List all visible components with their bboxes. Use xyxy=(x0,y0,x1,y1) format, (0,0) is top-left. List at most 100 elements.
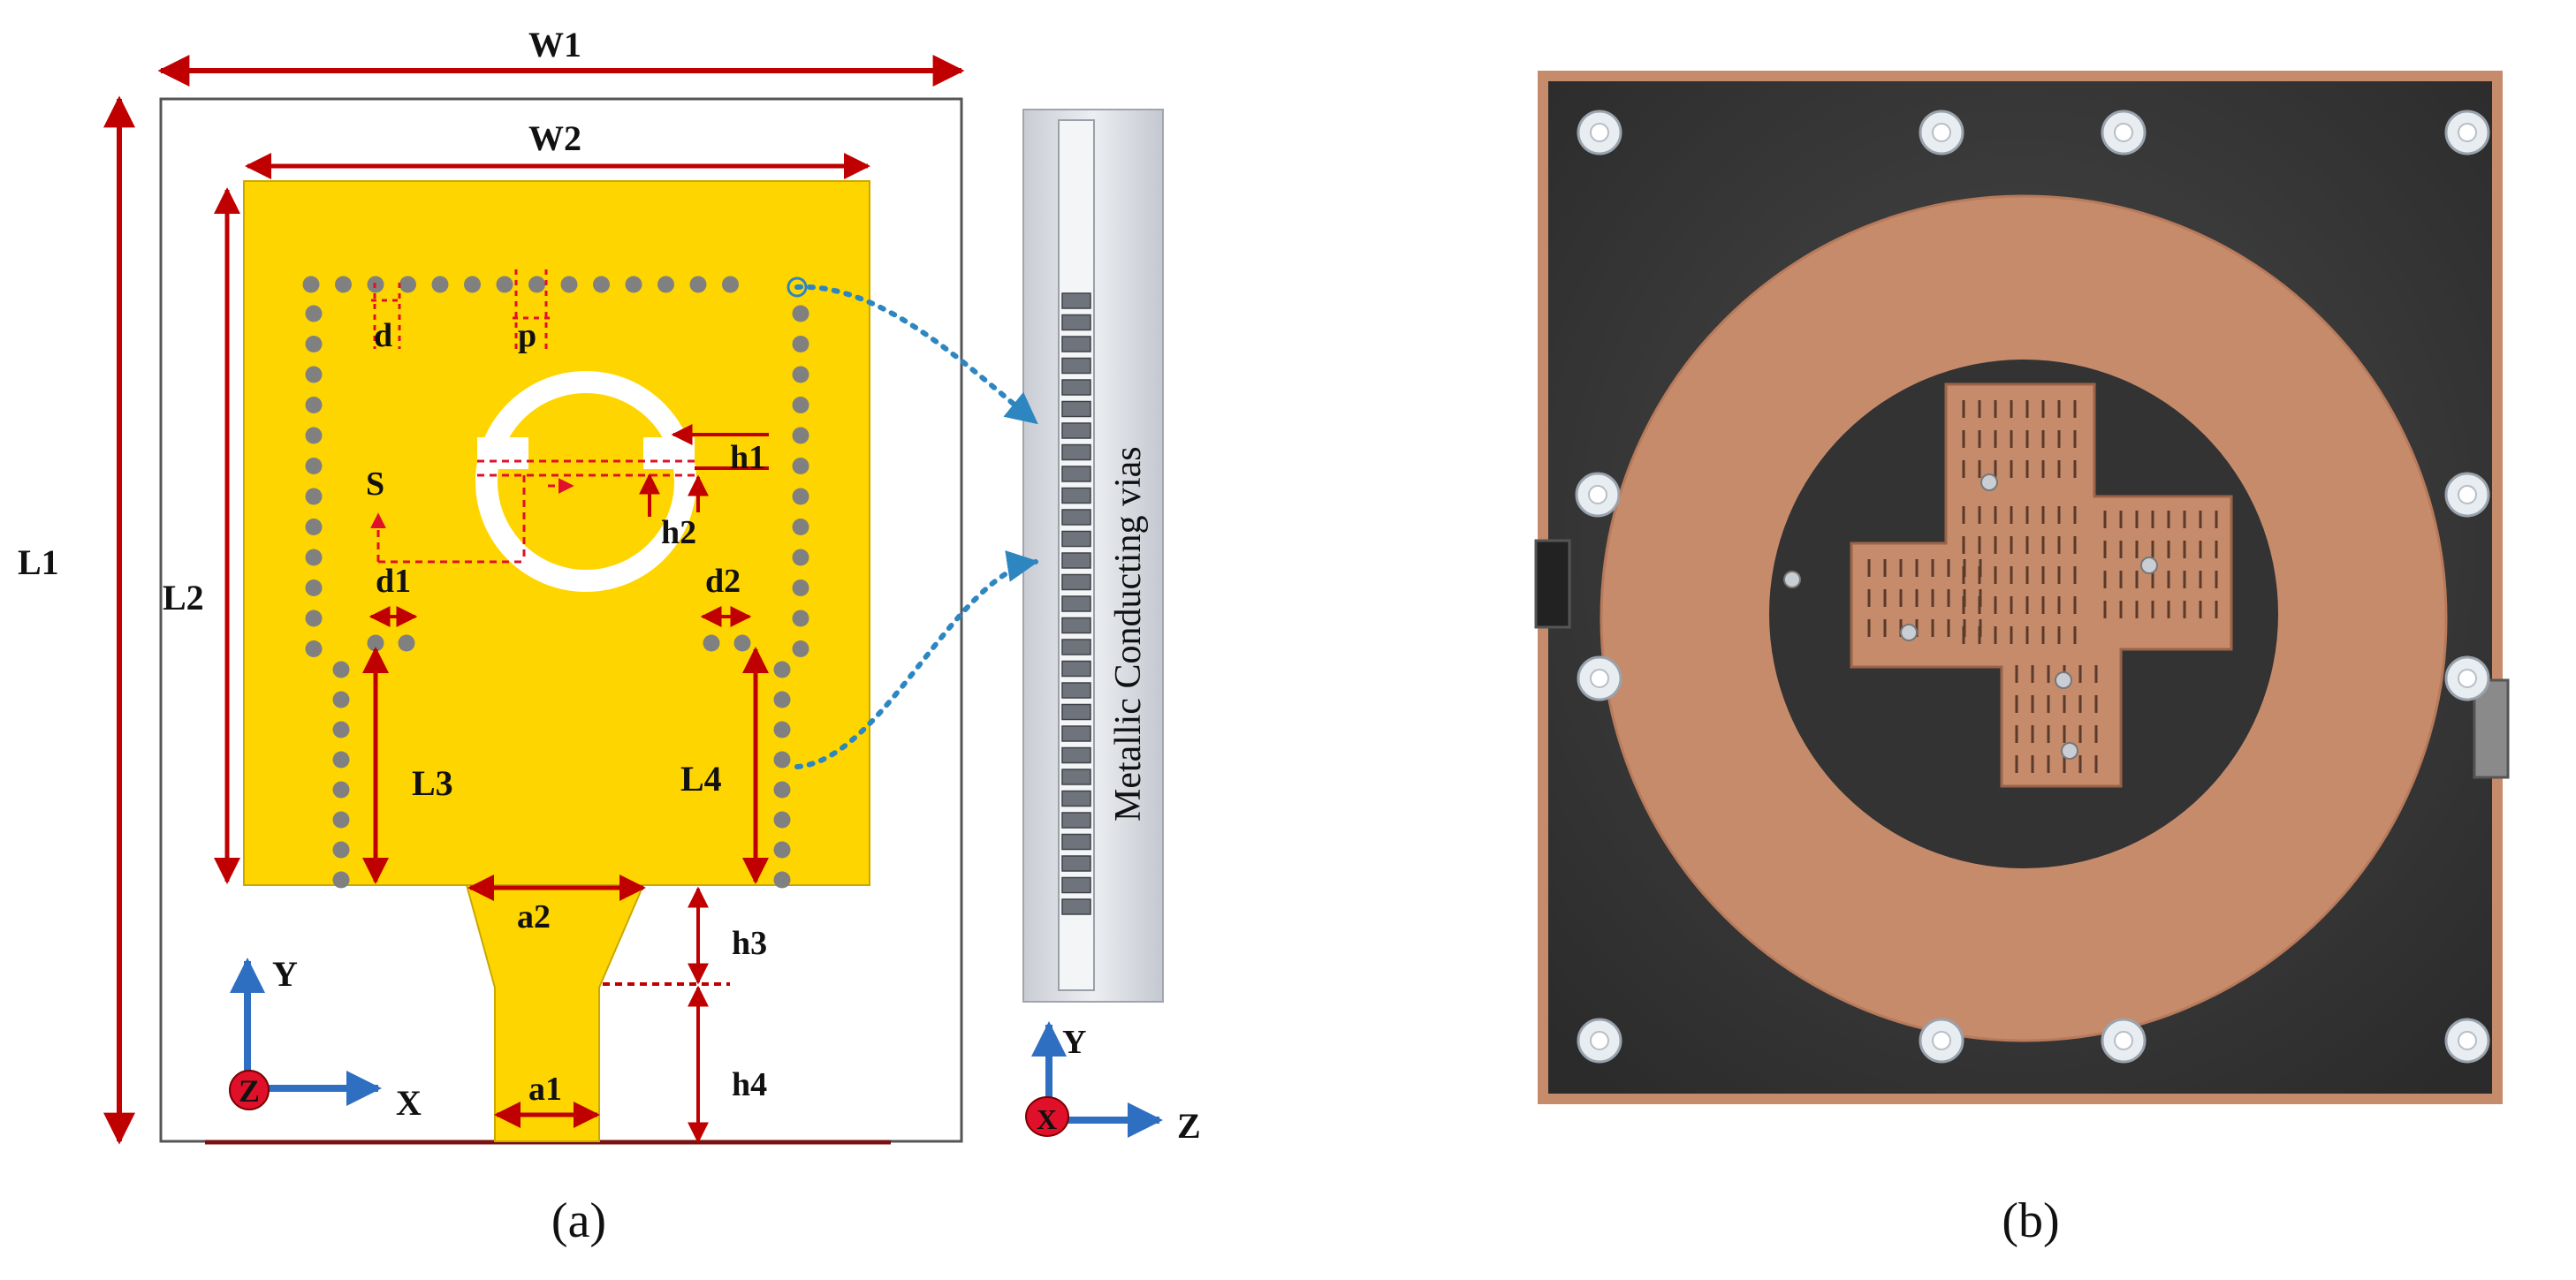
slot-notch-left xyxy=(477,437,528,469)
via xyxy=(657,276,674,293)
side-via xyxy=(1061,400,1091,418)
via xyxy=(335,276,352,293)
via xyxy=(703,634,720,652)
antenna-layout-diagram: W1 W2 L1 L2 L3 L4 d p S h1 h2 d1 d2 a2 a… xyxy=(18,25,1201,1248)
side-via xyxy=(1061,336,1091,352)
via xyxy=(332,691,350,708)
s-offset-guide xyxy=(370,459,695,564)
side-via xyxy=(1061,812,1091,829)
via xyxy=(305,488,323,505)
side-via xyxy=(1061,660,1091,678)
via xyxy=(593,276,610,293)
side-via xyxy=(1061,509,1091,526)
axis-side-z: Z xyxy=(1177,1106,1201,1146)
side-via xyxy=(1061,466,1091,482)
side-via xyxy=(1061,855,1091,872)
label-a2: a2 xyxy=(517,898,551,935)
via xyxy=(560,276,578,293)
via xyxy=(773,691,791,708)
via xyxy=(305,305,323,322)
side-via xyxy=(1061,487,1091,504)
side-via xyxy=(1061,790,1091,807)
leader-origin-top xyxy=(786,276,808,298)
side-via xyxy=(1061,769,1091,785)
side-via xyxy=(1061,552,1091,569)
axis-origin-side xyxy=(1025,1096,1069,1137)
photo-tab-right xyxy=(2473,678,2510,779)
via xyxy=(773,811,791,829)
label-p: p xyxy=(518,317,536,354)
via xyxy=(332,811,350,829)
axis-front-x: X xyxy=(396,1083,422,1123)
via xyxy=(773,871,791,889)
via xyxy=(305,427,323,444)
via xyxy=(773,661,791,678)
standoff-cap xyxy=(2114,123,2133,142)
photo-screws xyxy=(1783,473,2158,760)
via xyxy=(332,781,350,799)
side-via xyxy=(1061,876,1091,894)
via xyxy=(399,276,416,293)
via xyxy=(773,751,791,769)
via xyxy=(332,841,350,859)
label-d: d xyxy=(374,317,392,354)
via xyxy=(367,634,384,652)
via xyxy=(332,751,350,769)
via xyxy=(305,366,323,383)
axis-side-y: Y xyxy=(1062,1024,1086,1061)
label-l3: L3 xyxy=(412,763,453,803)
side-via xyxy=(1061,639,1091,655)
standoff-cap xyxy=(1932,1031,1951,1050)
side-via xyxy=(1061,617,1091,634)
axis-front-z: Z xyxy=(239,1073,260,1109)
via xyxy=(302,276,320,293)
label-w1: W1 xyxy=(528,25,581,64)
axis-origin-front xyxy=(229,1070,270,1110)
via-dimension-guides xyxy=(371,269,550,349)
via xyxy=(792,610,809,627)
photo-standoffs xyxy=(1575,110,2490,1064)
slot-notch-right xyxy=(643,437,695,469)
via xyxy=(689,276,707,293)
via xyxy=(773,781,791,799)
caption-a: (a) xyxy=(551,1193,606,1248)
standoff-cap xyxy=(2458,1031,2477,1050)
via xyxy=(305,519,323,535)
axis-front-y: Y xyxy=(272,954,298,994)
via xyxy=(305,336,323,352)
axis-side-x: X xyxy=(1037,1103,1057,1135)
via xyxy=(305,579,323,596)
standoff-cap xyxy=(1590,1031,1609,1050)
via xyxy=(792,549,809,566)
via xyxy=(773,841,791,859)
side-via xyxy=(1061,682,1091,699)
side-via xyxy=(1061,314,1091,331)
via-array xyxy=(302,276,809,889)
photo-cross-patch xyxy=(1850,382,2233,788)
photo-cross-slots xyxy=(1867,400,2218,773)
side-via xyxy=(1061,898,1091,915)
standoff-cap xyxy=(1588,485,1607,504)
side-view-label: Metallic Conducting vias xyxy=(1108,446,1149,822)
side-via xyxy=(1061,292,1091,309)
via xyxy=(792,488,809,505)
via xyxy=(792,366,809,383)
label-a1: a1 xyxy=(528,1071,562,1108)
side-via xyxy=(1061,443,1091,461)
label-l4: L4 xyxy=(680,759,722,799)
via xyxy=(398,634,415,652)
label-h2: h2 xyxy=(661,514,696,551)
side-via xyxy=(1061,573,1091,591)
fabricated-antenna-photo: (b) xyxy=(1534,71,2510,1248)
standoff-cap xyxy=(2458,485,2477,504)
via xyxy=(305,610,323,627)
via xyxy=(733,634,751,652)
axis-triad-side: Y X Z xyxy=(1025,1021,1201,1146)
side-via xyxy=(1061,703,1091,721)
via xyxy=(496,276,513,293)
side-view-vias xyxy=(1061,292,1091,915)
ring-inner-patch xyxy=(498,393,674,570)
via xyxy=(792,427,809,444)
label-h3: h3 xyxy=(732,925,767,962)
